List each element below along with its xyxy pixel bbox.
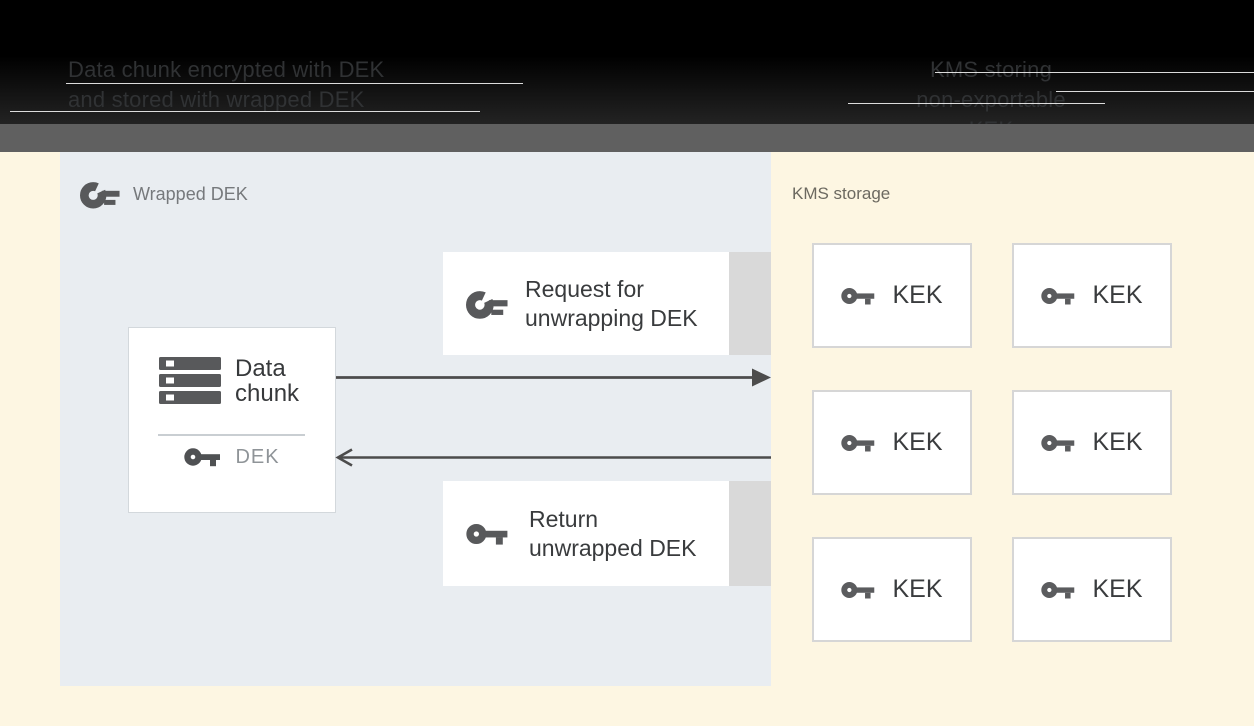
request-arrow: [336, 368, 771, 387]
wrapped-key-icon: [466, 291, 508, 319]
request-box-side-strip: [729, 252, 771, 355]
caption-data-chunk: Data chunk encrypted with DEK and stored…: [68, 55, 384, 115]
request-box-text: Request for unwrapping DEK: [525, 275, 698, 333]
render-artifact-line: [1056, 91, 1254, 92]
wrapped-dek-label: Wrapped DEK: [133, 183, 248, 204]
request-box-line: Request for: [525, 275, 644, 302]
return-box-text: Return unwrapped DEK: [529, 505, 697, 563]
data-chunk-box: Data chunk DEK: [128, 327, 336, 513]
data-chunk-stack-icon: [159, 357, 221, 404]
caption-line: and stored with wrapped DEK: [68, 87, 365, 112]
request-box-line: unwrapping DEK: [525, 304, 698, 331]
header-bar: Data chunk encrypted with DEK and stored…: [0, 0, 1254, 142]
kek-box: KEK: [812, 390, 972, 495]
render-artifact-line: [10, 111, 480, 112]
kek-box: KEK: [812, 243, 972, 348]
caption-line: KMS storing: [929, 57, 1053, 82]
kek-label: KEK: [1092, 575, 1143, 603]
return-arrow: [335, 448, 771, 467]
wrapped-key-icon: [80, 182, 120, 209]
kek-label: KEK: [892, 281, 943, 309]
wrapped-dek-panel: Wrapped DEK Request for unwrapping DEK: [60, 152, 771, 686]
return-box-side-strip: [729, 481, 771, 586]
return-box-line: Return: [529, 505, 599, 532]
render-artifact-line: [66, 83, 523, 84]
kek-label: KEK: [892, 575, 943, 603]
data-chunk-row: Data chunk: [159, 356, 299, 406]
data-chunk-label: Data chunk: [235, 356, 299, 406]
key-icon: [184, 448, 221, 467]
wrapped-dek-header: Wrapped DEK: [80, 178, 248, 210]
key-icon: [841, 287, 875, 304]
key-icon: [1041, 434, 1075, 451]
data-chunk-line: Data: [235, 355, 286, 382]
kek-label: KEK: [892, 428, 943, 456]
key-icon: [1041, 287, 1075, 304]
kms-storage-label: KMS storage: [792, 184, 891, 203]
kek-box: KEK: [1012, 390, 1172, 495]
render-artifact-line: [935, 72, 1254, 73]
kek-box: KEK: [1012, 243, 1172, 348]
key-icon: [841, 434, 875, 451]
divider: [158, 434, 305, 436]
kek-label: KEK: [1092, 281, 1143, 309]
dek-label: DEK: [235, 445, 280, 468]
kek-label: KEK: [1092, 428, 1143, 456]
key-icon: [841, 581, 875, 598]
render-artifact-line: [848, 103, 1105, 104]
caption-kms: KMS storing non-exportable KEK: [900, 55, 1082, 145]
caption-line: Data chunk encrypted with DEK: [68, 57, 385, 82]
key-icon: [466, 523, 508, 545]
key-icon: [1041, 581, 1075, 598]
kek-box: KEK: [1012, 537, 1172, 642]
subheader-bar: [0, 124, 1254, 152]
dek-row: DEK: [129, 444, 335, 470]
return-box-line: unwrapped DEK: [529, 534, 697, 561]
return-unwrapped-box: Return unwrapped DEK: [443, 481, 729, 586]
data-chunk-line: chunk: [235, 380, 300, 407]
request-unwrapping-box: Request for unwrapping DEK: [443, 252, 729, 355]
kek-box: KEK: [812, 537, 972, 642]
